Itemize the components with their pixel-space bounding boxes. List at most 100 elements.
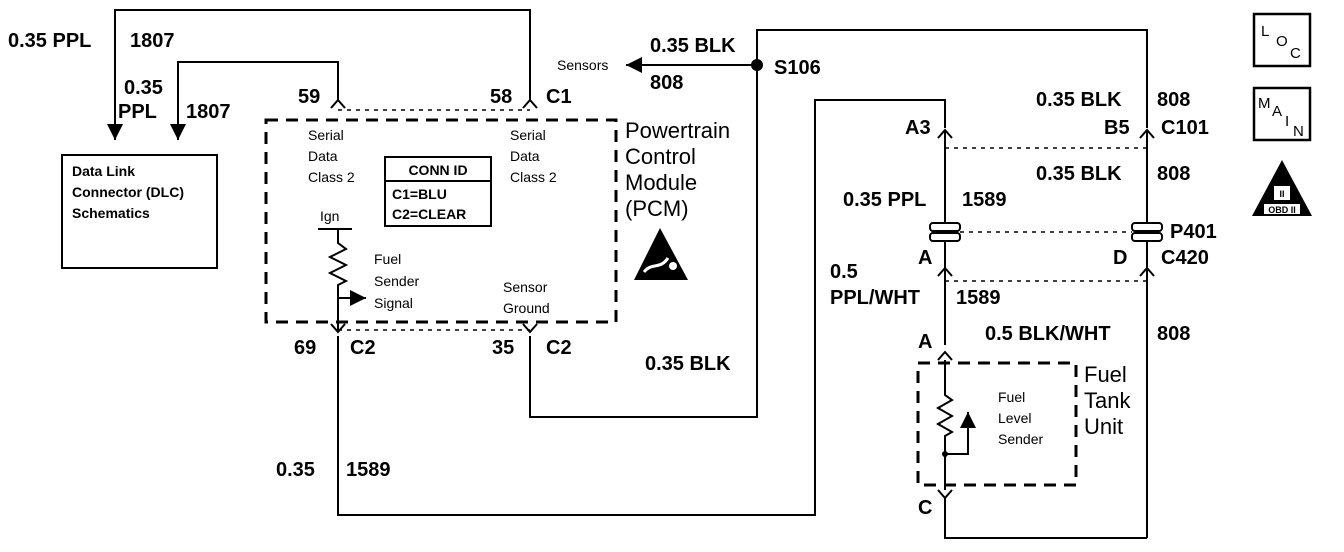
serial-data-right-3: Class 2 xyxy=(510,169,557,185)
c420-right-gauge: 0.5 BLK/WHT xyxy=(985,323,1111,345)
tank-ground-wire xyxy=(944,498,1147,539)
fuel-sender-signal-1: Fuel xyxy=(374,251,401,267)
c420-right-circuit: 808 xyxy=(1157,323,1190,345)
pin-59-label: 59 xyxy=(298,86,320,108)
wire-808-from-s106 xyxy=(529,29,1148,418)
sensor-ground-2: Ground xyxy=(503,300,550,316)
obd-ii-icon: II OBD II xyxy=(1252,160,1312,216)
c101-mid-gauge: 0.35 BLK xyxy=(1036,163,1122,185)
conn-id-c1: C1=BLU xyxy=(392,186,447,202)
fuel-level-sender-2: Level xyxy=(998,410,1031,426)
pin-b5-label: B5 xyxy=(1104,117,1130,139)
pin-58-label: 58 xyxy=(490,86,512,108)
c420-left-gauge-2: PPL/WHT xyxy=(830,287,920,309)
svg-text:I: I xyxy=(1285,113,1289,130)
fuel-sender-signal-2: Sender xyxy=(374,273,419,289)
wire-1589-circuit: 1589 xyxy=(346,459,391,481)
c420-label: C420 xyxy=(1161,247,1209,269)
c101-top-circuit: 808 xyxy=(1157,89,1190,111)
pin-69-label: 69 xyxy=(294,337,316,359)
connector-c2-right-label: C2 xyxy=(546,337,572,359)
svg-text:C: C xyxy=(1290,45,1301,62)
tank-pin-a-label: A xyxy=(918,331,932,353)
c420-pin-a-label: A xyxy=(918,247,932,269)
splice-wire-circuit: 808 xyxy=(650,72,683,94)
conn-id-c2: C2=CLEAR xyxy=(392,206,466,222)
pin-a3-label: A3 xyxy=(905,117,931,139)
wire-1807-inner xyxy=(170,61,339,140)
tank-pin-c-label: C xyxy=(918,497,932,519)
wire-1807-outer-gauge: 0.35 PPL xyxy=(8,30,91,52)
svg-text:A: A xyxy=(1272,103,1282,120)
c101-top-gauge: 0.35 BLK xyxy=(1036,89,1122,111)
pin-35-label: 35 xyxy=(492,337,514,359)
dlc-box xyxy=(61,154,218,269)
serial-data-left-1: Serial xyxy=(308,127,344,143)
splice-s106-dot xyxy=(751,59,763,71)
pcm-title-4: (PCM) xyxy=(625,196,689,221)
fuel-sender-signal-3: Signal xyxy=(374,295,413,311)
ground-wire-gauge: 0.35 BLK xyxy=(645,353,731,375)
pin-58-marker xyxy=(522,98,538,109)
svg-text:N: N xyxy=(1293,123,1304,140)
c420-left-circuit: 1589 xyxy=(956,287,1001,309)
c101-label: C101 xyxy=(1161,117,1209,139)
serial-data-right-2: Data xyxy=(510,148,540,164)
tank-pin-a-marker xyxy=(937,350,953,361)
fuel-tank-unit-box xyxy=(916,361,1078,487)
wire-1589 xyxy=(337,99,946,516)
dlc-label-line2: Connector (DLC) xyxy=(72,184,184,200)
svg-text:OBD II: OBD II xyxy=(1268,205,1296,215)
pcm-title-2: Control xyxy=(625,144,696,169)
p401-connector-left xyxy=(929,222,961,242)
pcm-title-1: Powertrain xyxy=(625,118,730,143)
pullup-resistor xyxy=(327,229,349,330)
wire-1807-inner-gauge-2: PPL xyxy=(118,101,157,123)
fuel-tank-title-2: Tank xyxy=(1084,388,1131,413)
tank-pin-c-marker xyxy=(937,489,953,500)
c101-left-gauge: 0.35 PPL xyxy=(843,189,926,211)
loc-icon: L O C xyxy=(1252,12,1312,68)
serial-data-left-2: Data xyxy=(308,148,338,164)
c101-mid-circuit: 808 xyxy=(1157,163,1190,185)
fuel-tank-title-3: Unit xyxy=(1084,414,1123,439)
wire-1589-gauge: 0.35 xyxy=(276,459,315,481)
c420-pin-d-label: D xyxy=(1113,247,1127,269)
c420-pin-d-marker xyxy=(1139,266,1155,277)
sensors-label: Sensors xyxy=(557,57,608,73)
wiper-junction xyxy=(942,451,948,457)
splice-wire-gauge: 0.35 BLK xyxy=(650,35,736,57)
wire-1807-inner-circuit: 1807 xyxy=(186,101,231,123)
pin-69-marker xyxy=(330,323,346,334)
conn-id-box xyxy=(384,156,492,227)
fuel-level-sender-3: Sender xyxy=(998,431,1043,447)
ign-label: Ign xyxy=(320,208,339,224)
svg-text:M: M xyxy=(1258,95,1271,112)
esd-warning-icon xyxy=(634,228,688,280)
dlc-label-line1: Data Link xyxy=(72,163,135,179)
pin-35-marker xyxy=(522,323,538,334)
fuel-tank-title-1: Fuel xyxy=(1084,362,1127,387)
connector-c2-left-label: C2 xyxy=(350,337,376,359)
pcm-box xyxy=(264,118,618,324)
c101-left-circuit: 1589 xyxy=(962,189,1007,211)
main-icon: M A I N xyxy=(1252,86,1312,142)
conn-id-title: CONN ID xyxy=(408,162,467,178)
wire-1807-inner-gauge-1: 0.35 xyxy=(124,77,163,99)
c420-pin-a-marker xyxy=(937,266,953,277)
serial-data-left-3: Class 2 xyxy=(308,169,355,185)
dlc-label-line3: Schematics xyxy=(72,205,150,221)
fuel-level-sender-resistor xyxy=(935,360,955,490)
connector-c1-label: C1 xyxy=(546,86,572,108)
svg-text:O: O xyxy=(1276,33,1288,50)
p401-connector-right xyxy=(1131,222,1163,242)
wire-1807-outer-circuit: 1807 xyxy=(130,30,175,52)
svg-text:L: L xyxy=(1261,23,1269,40)
splice-s106-label: S106 xyxy=(774,57,821,79)
wiper-arrow xyxy=(945,412,976,455)
sensor-ground-1: Sensor xyxy=(503,279,548,295)
serial-data-right-1: Serial xyxy=(510,127,546,143)
wire-1807-outer xyxy=(107,9,531,140)
c420-left-gauge-1: 0.5 xyxy=(830,261,858,283)
pcm-title-3: Module xyxy=(625,170,697,195)
